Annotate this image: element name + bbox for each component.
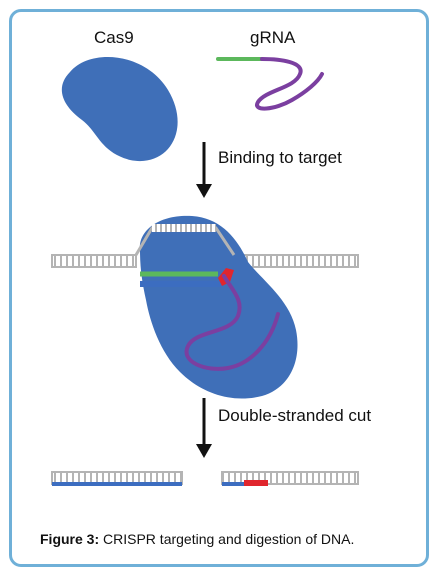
binding-step-label: Binding to target	[218, 148, 342, 167]
figure-number: Figure 3:	[40, 531, 100, 547]
grna-label: gRNA	[250, 28, 296, 47]
caption-text: CRISPR targeting and digestion of DNA.	[103, 531, 355, 547]
bound-complex	[51, 215, 359, 399]
cas9-protein-bound	[139, 215, 298, 399]
target-strand	[140, 281, 222, 287]
cut-step-label: Double-stranded cut	[218, 406, 372, 425]
grna-molecule	[216, 57, 324, 111]
grna-scaffold-segment	[255, 57, 324, 111]
figure-caption: Figure 3: CRISPR targeting and digestion…	[40, 531, 354, 547]
cut-dna	[51, 471, 359, 486]
cas9-label: Cas9	[94, 28, 134, 47]
cas9-protein	[61, 57, 178, 162]
grna-scaffold-bound	[184, 274, 280, 371]
pam-site-cut	[244, 480, 268, 486]
down-arrow-icon	[196, 142, 212, 198]
down-arrow-icon	[196, 398, 212, 458]
